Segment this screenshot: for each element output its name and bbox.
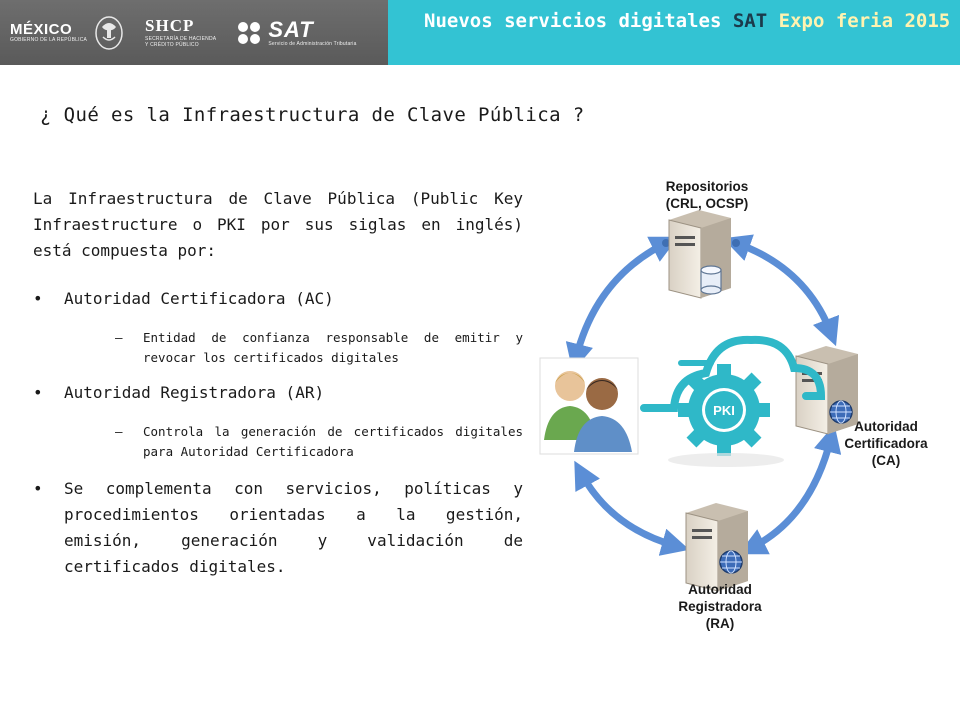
arrow-repositorios-ca [722,234,840,347]
sat-logo: SAT Servicio de Administración Tributari… [236,16,357,47]
pki-diagram: PKI Repositorios (CRL, OCSP) Autoridad C… [536,168,956,648]
arrow-users-ra [574,460,690,556]
repositorios-label: Repositorios (CRL, OCSP) [637,178,777,212]
users-icon [539,357,639,455]
server-icon [668,210,731,299]
eagle-seal-icon [95,15,123,50]
header-title-part2: SAT [732,10,768,32]
repositorios-label-line2: (CRL, OCSP) [665,196,749,211]
repositorios-label-line1: Repositorios [665,179,749,194]
arrow-ca-ra [738,424,842,555]
sat-emblem-icon [238,21,261,44]
sub-bullet-text: Entidad de confianza responsable de emit… [143,330,523,365]
shcp-logo-name: SHCP [145,16,195,35]
shcp-logo-sub1: SECRETARÍA DE HACIENDA [145,36,217,42]
ca-label: Autoridad Certificadora (CA) [816,418,956,469]
shcp-logo-sub2: Y CRÉDITO PÚBLICO [145,42,199,48]
globe-icon [829,400,853,424]
ca-label-line3: (CA) [871,453,901,468]
mexico-logo-sub: GOBIERNO DE LA REPÚBLICA [10,37,88,43]
server-icon [685,503,748,592]
globe-icon [719,550,743,574]
sub-bullet-text: Controla la generación de certificados d… [143,424,523,459]
body-text: La Infraestructura de Clave Pública (Pub… [33,186,523,580]
header-title-band: Nuevos servicios digitales SAT Expo feri… [388,0,960,65]
sat-logo-name: SAT [268,16,314,42]
bullet-item: Autoridad Certificadora (AC) [33,286,523,312]
sat-logo-sub: Servicio de Administración Tributaria [268,40,357,47]
intro-paragraph: La Infraestructura de Clave Pública (Pub… [33,189,523,260]
mexico-logo-name: MÉXICO [10,21,73,38]
header-logo-band: MÉXICO GOBIERNO DE LA REPÚBLICA SHCP SEC… [0,0,388,65]
arrow-users-repositorios [565,236,679,372]
ra-label-line1: Autoridad [688,582,752,597]
ra-label-line2: Registradora [678,599,762,614]
cloud-icon [640,335,826,412]
header-title-part3: Expo feria 2015 [767,10,951,32]
gear-icon: PKI [678,364,770,456]
header-title: Nuevos servicios digitales SAT Expo feri… [424,8,960,34]
mexico-logo: MÉXICO GOBIERNO DE LA REPÚBLICA [10,13,125,53]
ra-label: Autoridad Registradora (RA) [650,581,790,632]
ca-label-line1: Autoridad [854,419,918,434]
header-title-part1: Nuevos servicios digitales [424,10,733,32]
ra-label-line3: (RA) [705,616,735,631]
bullet-item: Se complementa con servicios, políticas … [33,476,523,580]
pki-label: PKI [713,403,735,418]
pki-diagram-graphic: PKI [539,210,858,592]
ca-label-line2: Certificadora [844,436,928,451]
shcp-logo: SHCP SECRETARÍA DE HACIENDA Y CRÉDITO PÚ… [145,17,216,48]
database-icon [700,265,722,295]
slide-title: ¿ Qué es la Infraestructura de Clave Púb… [40,104,585,126]
bullet-item: Autoridad Registradora (AR) [33,380,523,406]
dash-marker: – [115,424,123,439]
sub-bullet-item: – Entidad de confianza responsable de emi… [33,328,523,368]
sub-bullet-item: – Controla la generación de certificados … [33,422,523,462]
flow-arrows [565,234,842,556]
dash-marker: – [115,330,123,345]
